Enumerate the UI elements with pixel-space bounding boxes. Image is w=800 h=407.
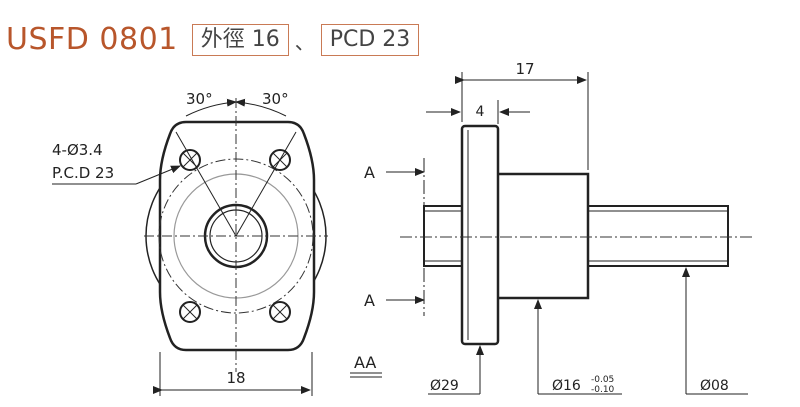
flange-diameter-label: Ø29: [430, 378, 459, 394]
section-name: AA: [354, 353, 376, 372]
pcd-label: P.C.D 23: [52, 164, 114, 182]
width-label: 18: [226, 369, 245, 387]
section-a-top: A: [364, 163, 375, 182]
body-tolerance-lower: -0.10: [591, 385, 615, 395]
holes-label: 4-Ø3.4: [52, 141, 103, 159]
body-diameter-label: Ø16: [552, 378, 581, 394]
angle-left-label: 30°: [186, 90, 213, 108]
flange-thickness-label: 4: [476, 104, 485, 120]
mounting-hole: [179, 149, 201, 171]
outer-diameter-badge: 外徑 16: [191, 24, 289, 56]
model-title: USFD 0801: [6, 22, 178, 57]
shaft-diameter-label: Ø08: [700, 378, 729, 394]
spec-separator: 、: [294, 31, 315, 54]
nut-flange: [460, 124, 500, 346]
mounting-hole: [179, 301, 201, 323]
angle-right-label: 30°: [262, 90, 289, 108]
section-a-bottom: A: [364, 291, 375, 310]
side-view: A A 17 4 AA Ø29 Ø16 -0.05 -0.10 Ø08: [350, 60, 752, 395]
pcd-badge: PCD 23: [320, 24, 420, 56]
body-tolerance-upper: -0.05: [591, 375, 614, 385]
header: USFD 0801 外徑 16 、 PCD 23: [6, 22, 420, 58]
nut-body: [494, 172, 590, 300]
mounting-hole: [269, 301, 291, 323]
length-label: 17: [515, 60, 534, 78]
front-view: 30° 30° 4-Ø3.4 P.C.D 23 18: [52, 90, 328, 396]
